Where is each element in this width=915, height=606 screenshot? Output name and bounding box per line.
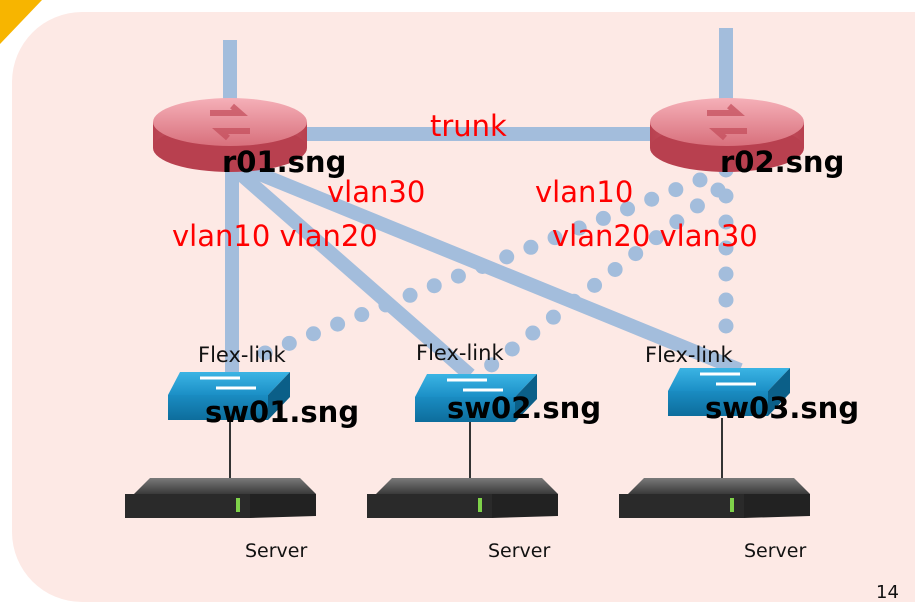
vlan-label-right-lower: vlan20 vlan30: [552, 219, 758, 253]
flex-link-label-sw02: Flex-link: [416, 341, 504, 365]
server-label-2: Server: [488, 540, 551, 562]
router-label-r01: r01.sng: [222, 145, 347, 179]
link-r01-sw03: [237, 159, 743, 377]
router-label-r02: r02.sng: [720, 145, 845, 179]
switch-label-sw01: sw01.sng: [205, 395, 360, 429]
server-icon: [367, 478, 558, 518]
flex-link-label-sw01: Flex-link: [198, 343, 286, 367]
switch-label-sw02: sw02.sng: [447, 391, 602, 425]
standby-r02-sw01: [252, 172, 708, 363]
flex-link-label-sw03: Flex-link: [645, 343, 733, 367]
router-icon: [650, 98, 804, 172]
server-label-3: Server: [744, 540, 807, 562]
switch-icon: [415, 374, 537, 422]
server-icon: [125, 478, 316, 518]
page-number: 14: [876, 582, 899, 603]
server-icon: [619, 478, 810, 518]
router-icon: [153, 98, 307, 172]
vlan-label-left-lower: vlan10 vlan20: [172, 219, 378, 253]
switch-label-sw03: sw03.sng: [705, 391, 860, 425]
corner-accent: [0, 0, 42, 44]
server-label-1: Server: [245, 540, 308, 562]
trunk-label: trunk: [430, 109, 507, 143]
vlan-label-left-upper: vlan30: [327, 175, 426, 209]
standby-r02-sw02: [477, 182, 726, 378]
switch-icon: [668, 368, 790, 416]
vlan-label-right-upper: vlan10: [535, 175, 634, 209]
switch-icon: [168, 372, 290, 420]
link-r01-sw02: [231, 164, 475, 381]
